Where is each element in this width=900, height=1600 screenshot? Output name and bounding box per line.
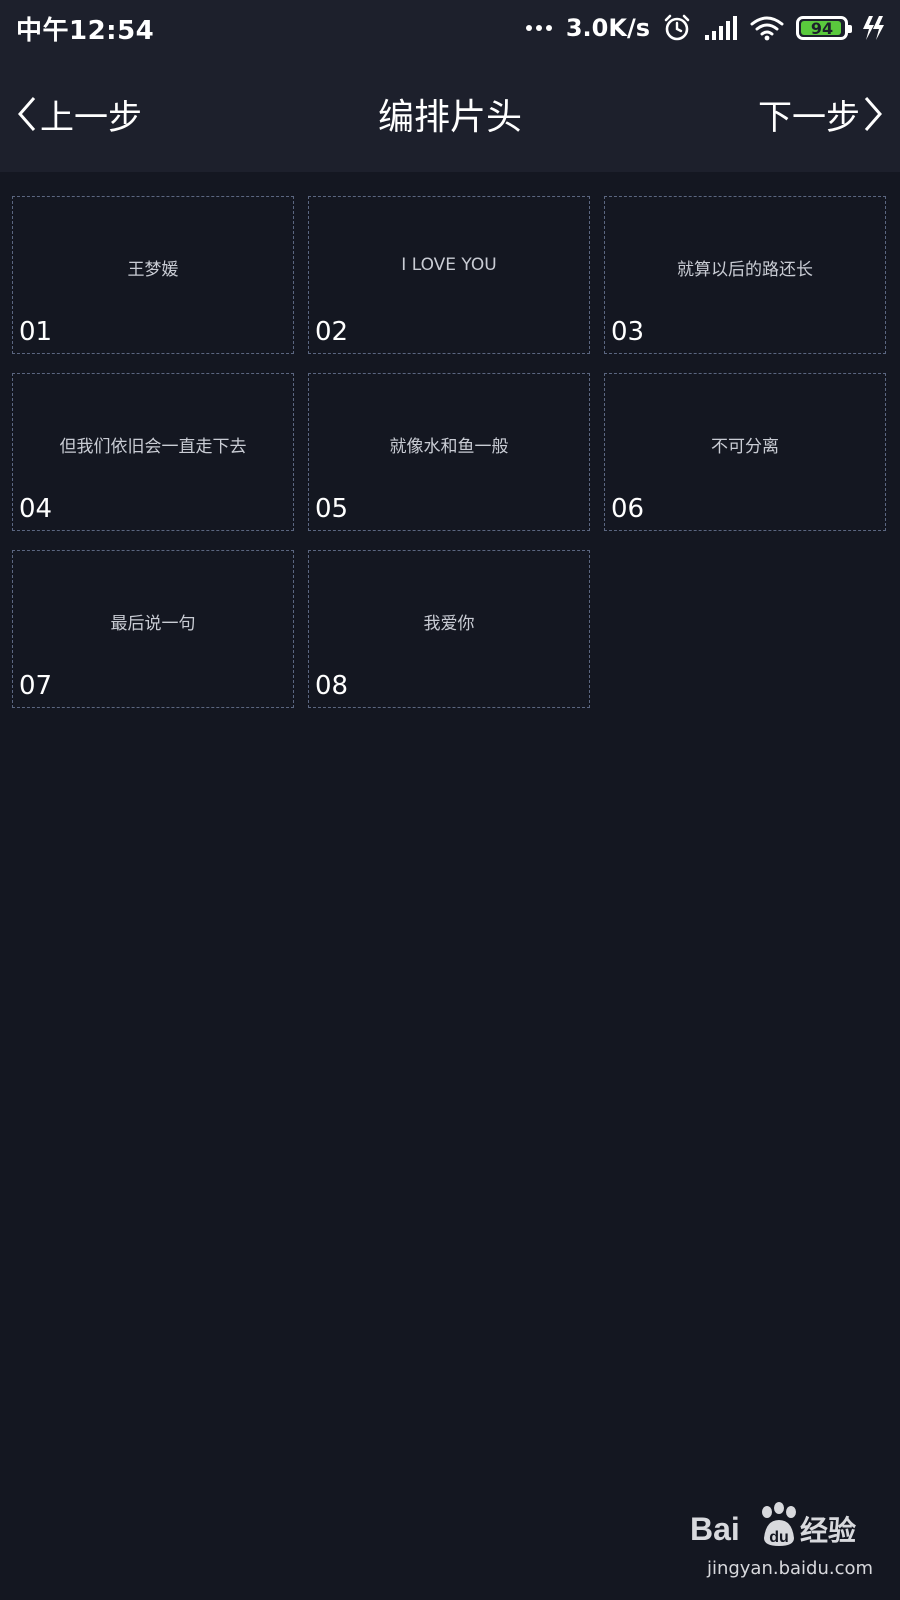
clip-tile-08[interactable]: 我爱你 08 bbox=[308, 550, 590, 708]
alarm-icon bbox=[664, 14, 690, 41]
clip-text: 王梦媛 bbox=[127, 260, 179, 280]
clip-text: 最后说一句 bbox=[110, 614, 196, 634]
status-bar: 中午12:54 3.0K/s bbox=[0, 0, 900, 56]
nav-bar: 上一步 编排片头 下一步 bbox=[0, 56, 900, 172]
clip-text: 就算以后的路还长 bbox=[677, 260, 813, 280]
signal-icon bbox=[705, 16, 737, 40]
clip-text: I LOVE YOU bbox=[401, 255, 497, 275]
back-label: 上一步 bbox=[40, 97, 142, 138]
network-speed: 3.0K/s bbox=[565, 14, 650, 42]
clip-number: 02 bbox=[315, 317, 349, 347]
clip-text: 但我们依旧会一直走下去 bbox=[59, 437, 247, 457]
clip-tile-01[interactable]: 王梦媛 01 bbox=[12, 196, 294, 354]
paw-icon: du bbox=[762, 1502, 796, 1546]
more-dots-icon bbox=[525, 25, 552, 31]
clip-number: 06 bbox=[611, 494, 645, 524]
svg-text:du: du bbox=[769, 1529, 789, 1546]
next-button[interactable]: 下一步 bbox=[758, 86, 884, 142]
clip-tile-05[interactable]: 就像水和鱼一般 05 bbox=[308, 373, 590, 531]
chevron-right-icon bbox=[864, 97, 882, 131]
brand-right: 经验 bbox=[800, 1514, 856, 1547]
clip-text: 我爱你 bbox=[423, 614, 475, 634]
status-icons: 3.0K/s 94 bbox=[525, 13, 886, 43]
clip-number: 08 bbox=[315, 671, 349, 701]
battery-icon: 94 bbox=[796, 16, 852, 40]
clip-text: 不可分离 bbox=[711, 437, 779, 457]
chevron-left-icon bbox=[18, 97, 36, 131]
watermark-url: jingyan.baidu.com bbox=[706, 1558, 874, 1579]
clip-number: 03 bbox=[611, 317, 645, 347]
wifi-icon bbox=[750, 16, 784, 41]
baidu-watermark: Bai du 经验 jingyan.baidu.com bbox=[690, 1500, 890, 1590]
clip-text: 就像水和鱼一般 bbox=[389, 437, 509, 457]
clip-number: 04 bbox=[19, 494, 53, 524]
status-time: 中午12:54 bbox=[16, 15, 155, 46]
clip-number: 05 bbox=[315, 494, 349, 524]
battery-level: 94 bbox=[810, 18, 834, 38]
charging-icon bbox=[863, 16, 884, 40]
clip-tile-06[interactable]: 不可分离 06 bbox=[604, 373, 886, 531]
next-label: 下一步 bbox=[758, 97, 860, 138]
clip-tile-07[interactable]: 最后说一句 07 bbox=[12, 550, 294, 708]
clip-tile-04[interactable]: 但我们依旧会一直走下去 04 bbox=[12, 373, 294, 531]
clip-tile-02[interactable]: I LOVE YOU 02 bbox=[308, 196, 590, 354]
baidu-logo: Bai du 经验 bbox=[690, 1502, 856, 1547]
back-button[interactable]: 上一步 bbox=[16, 86, 142, 142]
clip-tile-03[interactable]: 就算以后的路还长 03 bbox=[604, 196, 886, 354]
clip-number: 07 bbox=[19, 671, 53, 701]
clip-number: 01 bbox=[19, 317, 53, 347]
brand-left: Bai bbox=[690, 1511, 740, 1547]
